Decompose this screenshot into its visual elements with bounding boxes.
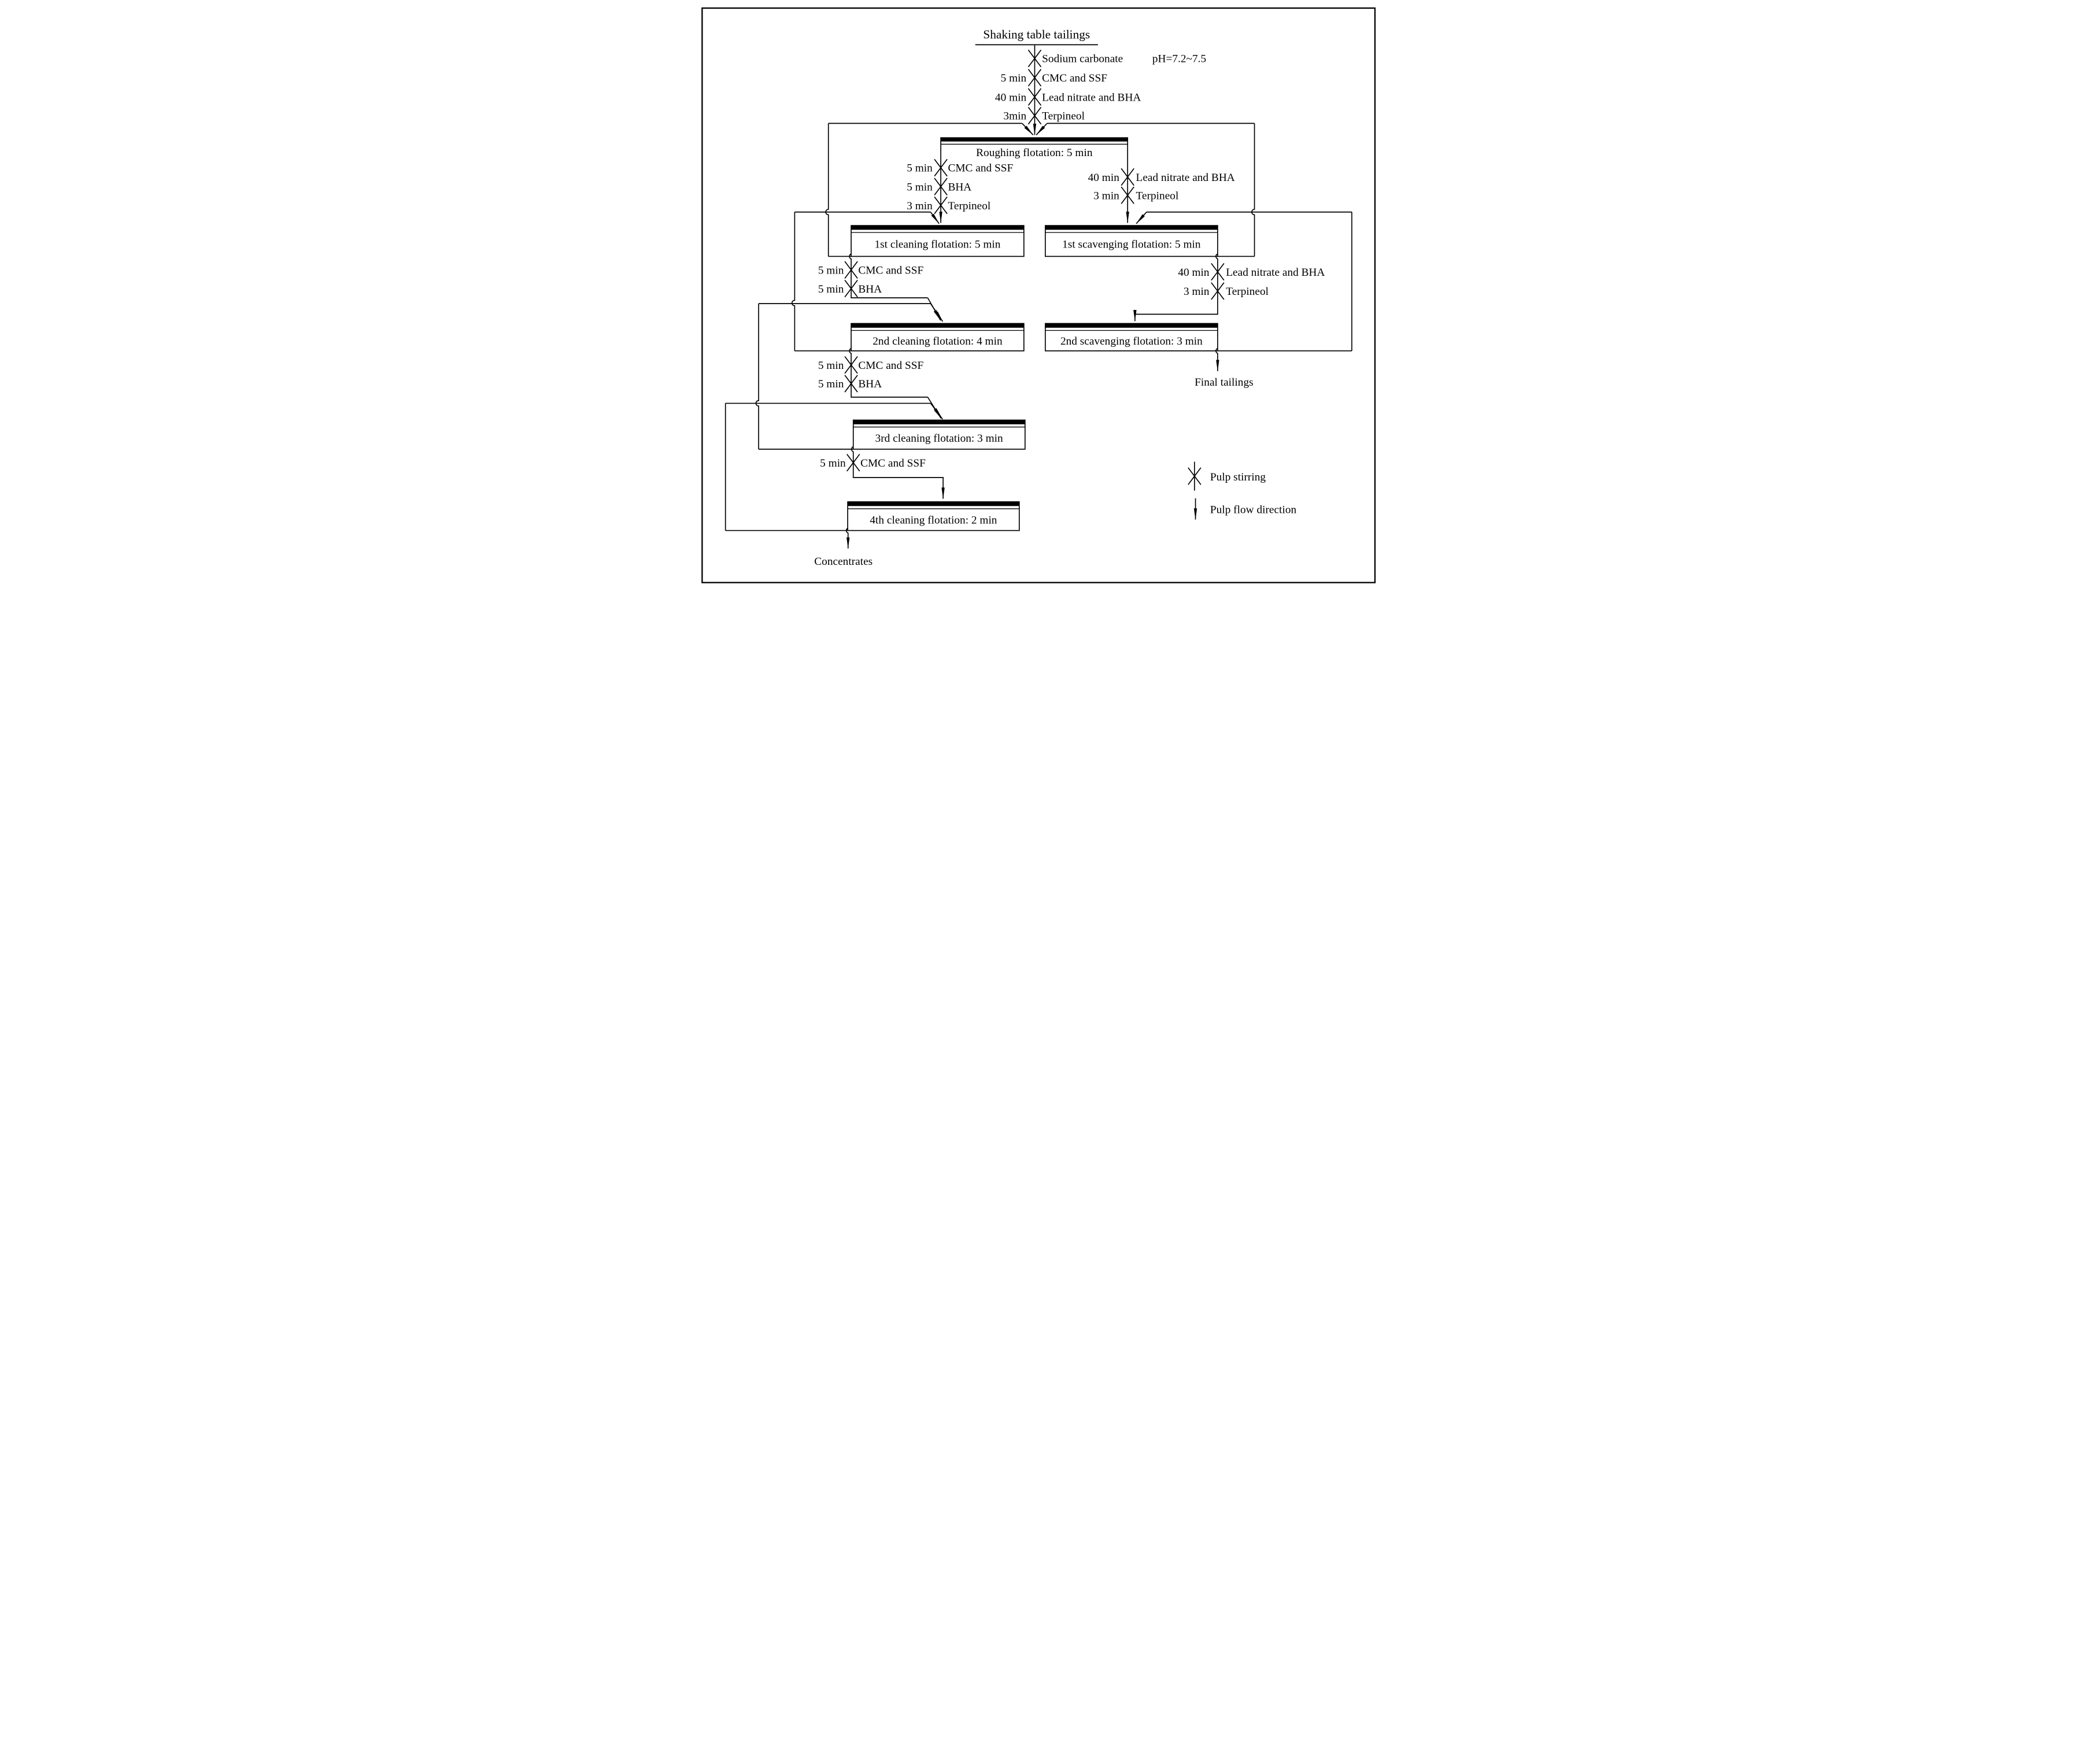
cleaning2-box: 2nd cleaning flotation: 4 min: [850, 323, 1025, 352]
scavenging1-label: 1st scavenging flotation: 5 min: [1062, 238, 1201, 250]
scavenging2-concentrate-recycle: [1136, 211, 1352, 351]
cleaning4-box: 4th cleaning flotation: 2 min: [846, 501, 1020, 531]
scavenging1-tailings-line: [1133, 253, 1218, 322]
cleaning3-concentrate-line: [851, 446, 945, 500]
reagent-time: 3 min: [1093, 190, 1119, 202]
reagent-time: 5 min: [907, 162, 933, 175]
final-tailings-label: Final tailings: [1195, 376, 1253, 389]
reagent-label: Lead nitrate and BHA: [1136, 172, 1234, 184]
reagent-time: 5 min: [818, 283, 844, 295]
reagent-time: 40 min: [1088, 172, 1119, 184]
reagent-time: 40 min: [1178, 267, 1210, 279]
concentrates-line: [845, 527, 849, 549]
scavenging1-box: 1st scavenging flotation: 5 min: [1044, 225, 1218, 257]
feed-title: Shaking table tailings: [983, 28, 1090, 42]
reagent-time: 5 min: [818, 264, 844, 276]
reagent-time: 5 min: [818, 378, 844, 390]
concentrates-label: Concentrates: [814, 556, 873, 568]
reagent-time: 3 min: [1184, 286, 1210, 298]
reagent-time: 5 min: [907, 181, 933, 193]
legend: Pulp stirring Pulp flow direction: [1187, 461, 1296, 520]
reagent-time: 3 min: [907, 200, 933, 212]
cleaning2-tailings-recycle: [791, 211, 940, 351]
reagent-label: Sodium carbonate: [1042, 53, 1123, 65]
legend-stirring-label: Pulp stirring: [1210, 471, 1265, 483]
reagent-label: BHA: [948, 181, 971, 193]
reagent-label: Terpineol: [1226, 286, 1269, 298]
cleaning1-label: 1st cleaning flotation: 5 min: [874, 238, 1000, 250]
reagent-time: 40 min: [995, 91, 1026, 103]
reagent-label: Terpineol: [1136, 190, 1178, 202]
reagent-label: Terpineol: [1042, 110, 1085, 123]
figure-border: [701, 7, 1376, 583]
scavenging2-label: 2nd scavenging flotation: 3 min: [1060, 335, 1202, 347]
reagent-label: CMC and SSF: [948, 162, 1013, 175]
cleaning3-label: 3rd cleaning flotation: 3 min: [875, 432, 1003, 445]
reagent-label: Terpineol: [948, 200, 990, 212]
reagent-time: 5 min: [1000, 72, 1026, 84]
final-tailings-line: [1215, 347, 1219, 372]
reagent-label: CMC and SSF: [860, 457, 926, 469]
reagent-label: BHA: [858, 378, 882, 390]
reagent-label: CMC and SSF: [858, 360, 923, 372]
reagent-label: CMC and SSF: [858, 264, 923, 276]
cleaning4-label: 4th cleaning flotation: 2 min: [870, 515, 997, 527]
ph-note: pH=7.2~7.5: [1152, 53, 1206, 65]
roughing-box: Roughing flotation: 5 min: [940, 137, 1127, 159]
reagent-time: 3min: [1003, 110, 1026, 123]
recycle-to-roughing-lines: [825, 123, 1255, 257]
roughing-label: Roughing flotation: 5 min: [976, 147, 1093, 159]
cleaning2-label: 2nd cleaning flotation: 4 min: [873, 335, 1003, 347]
reagent-label: Lead nitrate and BHA: [1042, 91, 1141, 103]
flowsheet-page: Shaking table tailings Sodium carbonate …: [691, 0, 1383, 589]
cleaning1-box: 1st cleaning flotation: 5 min: [850, 225, 1025, 257]
cleaning3-box: 3rd cleaning flotation: 3 min: [852, 419, 1026, 450]
cleaning4-tailings-recycle: [724, 402, 943, 531]
reagent-label: Lead nitrate and BHA: [1226, 267, 1325, 279]
reagent-time: 5 min: [818, 360, 844, 372]
reagent-label: CMC and SSF: [1042, 72, 1107, 84]
scavenging2-box: 2nd scavenging flotation: 3 min: [1044, 323, 1218, 352]
legend-flow-label: Pulp flow direction: [1210, 504, 1296, 516]
reagent-time: 5 min: [820, 457, 846, 469]
reagent-label: BHA: [858, 283, 882, 295]
flowsheet-canvas: Shaking table tailings Sodium carbonate …: [701, 7, 1376, 583]
